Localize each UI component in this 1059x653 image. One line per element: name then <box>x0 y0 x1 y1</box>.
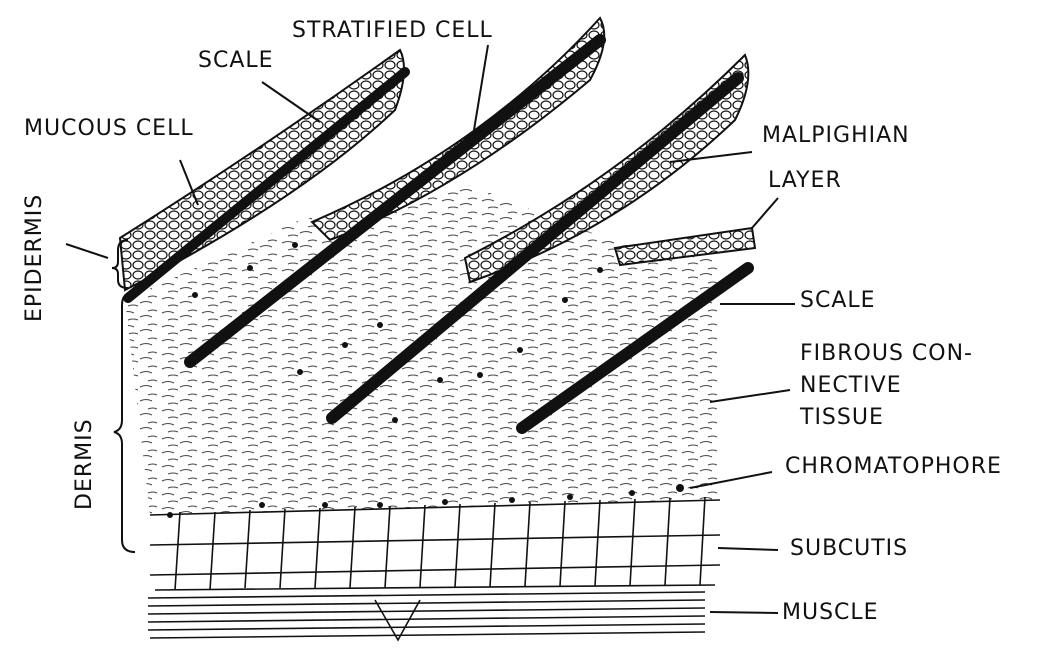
label-fibrous-line2: NECTIVE <box>800 375 902 397</box>
label-epidermis: EPIDERMIS <box>24 194 46 322</box>
label-subcutis: SUBCUTIS <box>790 538 908 560</box>
label-scale-top: SCALE <box>198 50 274 72</box>
muscle-layers <box>148 592 705 640</box>
label-mucous-cell: MUCOUS CELL <box>24 118 194 140</box>
label-fibrous-line3: TISSUE <box>800 407 884 429</box>
label-stratified-cell: STRATIFIED CELL <box>292 20 493 42</box>
label-scale-right: SCALE <box>800 290 876 312</box>
label-dermis: DERMIS <box>74 418 96 510</box>
label-layer: LAYER <box>768 170 842 192</box>
label-malpighian: MALPIGHIAN <box>762 125 910 147</box>
label-chromatophore: CHROMATOPHORE <box>785 456 1002 478</box>
label-muscle: MUSCLE <box>782 602 879 624</box>
label-fibrous-line1: FIBROUS CON- <box>800 343 973 365</box>
